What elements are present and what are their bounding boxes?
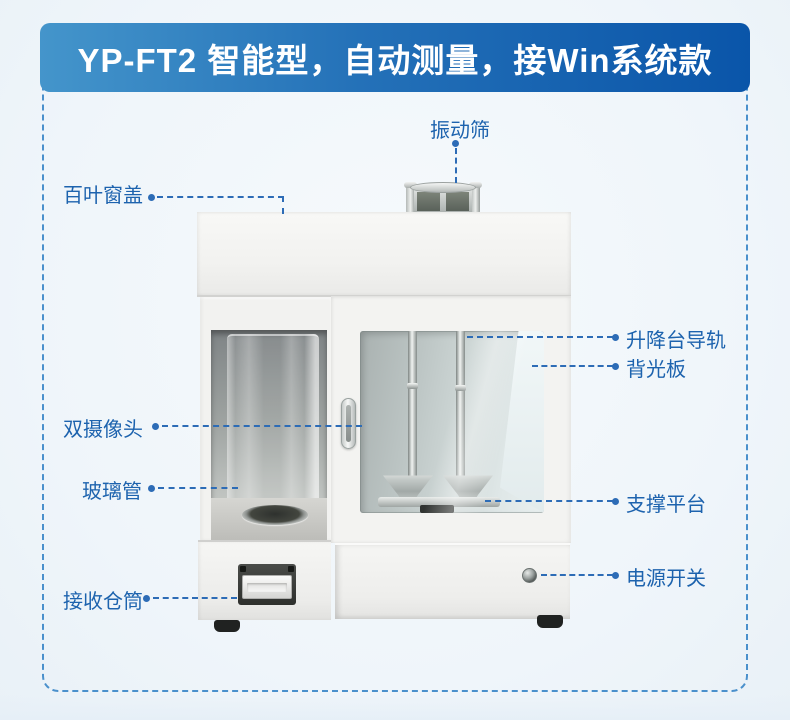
- callout-dot-power-switch: [612, 572, 619, 579]
- callout-label-power-switch: 电源开关: [626, 568, 706, 590]
- callout-label-dual-camera: 双摄像头: [63, 419, 143, 441]
- callout-dot-louver-cover: [148, 194, 155, 201]
- callout-line-dual-camera: [162, 425, 362, 427]
- callout-dot-backlight-panel: [612, 363, 619, 370]
- foot-left: [214, 620, 240, 632]
- louver-cover-cabinet: [197, 212, 571, 297]
- callout-dot-glass-tube: [148, 485, 155, 492]
- callout-dot-vibrating-sieve: [452, 140, 459, 147]
- lift-guide-rail-left: [407, 331, 418, 483]
- screw-right: [288, 566, 294, 572]
- callout-label-glass-tube: 玻璃管: [82, 481, 142, 503]
- callout-dot-lift-guide-rail: [612, 334, 619, 341]
- foot-right: [537, 615, 563, 628]
- page-title: YP-FT2 智能型，自动测量，接Win系统款: [77, 41, 713, 79]
- glass-reflection: [360, 331, 544, 513]
- left-chamber: [200, 297, 331, 541]
- callout-dot-support-platform: [612, 498, 619, 505]
- callout-label-backlight-panel: 背光板: [626, 359, 686, 381]
- base-unit: [335, 543, 570, 619]
- power-switch-button: [522, 568, 537, 583]
- callout-label-louver-cover: 百叶窗盖: [63, 185, 143, 207]
- bottom-wave-decoration: [0, 694, 790, 720]
- tube-base-ring: [242, 505, 308, 525]
- callout-line-glass-tube: [158, 487, 238, 489]
- sieve-post-right: [469, 182, 482, 213]
- support-platform: [378, 497, 500, 507]
- vibrating-sieve: [404, 181, 482, 213]
- callout-dot-dual-camera: [152, 423, 159, 430]
- callout-line-receiving-cylinder: [153, 597, 237, 599]
- sieve-rim: [410, 182, 476, 193]
- sieve-body: [414, 189, 472, 213]
- door-handle: [341, 398, 356, 449]
- lift-guide-rail-right: [455, 331, 466, 489]
- title-banner: YP-FT2 智能型，自动测量，接Win系统款: [40, 23, 750, 92]
- callout-line-support-platform: [485, 500, 613, 502]
- drawer-recess: [238, 564, 296, 605]
- callout-line-backlight-panel: [532, 365, 613, 367]
- callout-dot-receiving-cylinder: [143, 595, 150, 602]
- callout-line-lift-guide-rail: [467, 336, 613, 338]
- left-chamber-opening: [211, 330, 327, 541]
- screw-left: [240, 566, 246, 572]
- callout-line-vibrating-sieve: [455, 148, 457, 183]
- sieve-mesh-left: [417, 192, 440, 211]
- callout-label-vibrating-sieve: 振动筛: [430, 120, 490, 142]
- callout-line-louver-cover-v: [282, 196, 284, 214]
- callout-label-receiving-cylinder: 接收仓筒: [63, 591, 143, 613]
- observation-window: [360, 331, 544, 513]
- callout-label-support-platform: 支撑平台: [626, 494, 706, 516]
- receiving-drawer-unit: [198, 540, 331, 620]
- platform-slot: [420, 505, 454, 513]
- drawer-handle: [242, 575, 292, 599]
- callout-label-lift-guide-rail: 升降台导轨: [626, 330, 726, 352]
- sieve-mesh-right: [446, 192, 469, 211]
- callout-line-power-switch: [541, 574, 613, 576]
- callout-line-louver-cover-h: [157, 196, 284, 198]
- glass-tube: [227, 334, 319, 510]
